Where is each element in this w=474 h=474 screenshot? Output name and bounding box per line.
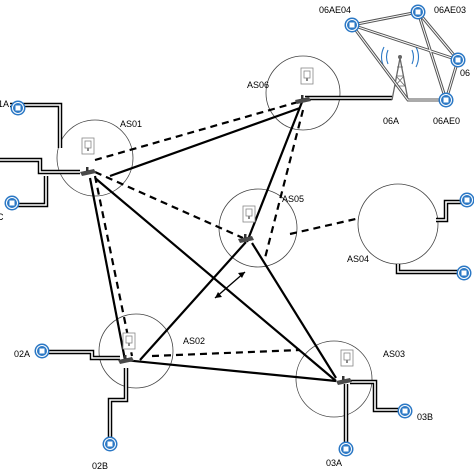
cable-as04-top-outer <box>436 199 462 223</box>
as01-zone <box>56 119 134 197</box>
label-as03: AS03 <box>383 349 405 359</box>
access-point-as06-icon <box>300 67 314 85</box>
link-as01-as02-dashed <box>93 175 134 357</box>
switch-as05-icon <box>238 234 254 243</box>
label-as02: AS02 <box>183 336 205 346</box>
label-06ae04: 06AE04 <box>319 5 351 15</box>
label-c: C <box>0 212 4 222</box>
link-as01-as06-solid <box>109 106 301 178</box>
cable-02b-outer <box>107 368 129 440</box>
access-point-as02-icon <box>122 332 136 350</box>
device-06ae04-icon[interactable] <box>344 17 360 33</box>
cable-left-inner <box>0 159 80 173</box>
cable-02a-inner <box>48 351 120 359</box>
link-as02-as03-solid <box>123 358 337 383</box>
link-as06-as05-dashed <box>263 109 305 259</box>
cable-02a-outer <box>48 349 120 361</box>
switch-as02-icon <box>118 355 134 364</box>
device-03b-icon[interactable] <box>397 403 413 419</box>
mesh-06ae <box>349 10 460 102</box>
as02-zone <box>98 313 174 389</box>
device-03a-icon[interactable] <box>338 441 354 457</box>
cable-1a-inner <box>10 104 61 148</box>
device-02a-icon[interactable] <box>34 343 50 359</box>
label-1a: 1A <box>0 99 9 109</box>
link-as06-as05-solid <box>245 101 304 243</box>
label-as04: AS04 <box>347 254 369 264</box>
label-as06: AS06 <box>247 80 269 90</box>
as06-zone <box>265 55 341 131</box>
access-point-as05-icon <box>242 205 256 223</box>
label-as05: AS05 <box>282 194 304 204</box>
cable-as04-bottom-outer <box>395 264 460 275</box>
device-c-icon[interactable] <box>4 195 20 211</box>
label-06ae03: 06AE03 <box>434 5 466 15</box>
access-point-as01-icon <box>81 137 95 155</box>
cable-03b-inner <box>350 381 400 411</box>
device-06-icon[interactable] <box>450 52 466 68</box>
link-as01-as05-dashed <box>94 170 244 240</box>
device-06ae03-icon[interactable] <box>410 4 426 20</box>
device-06ae0-icon[interactable] <box>438 92 454 108</box>
cable-c-inner <box>12 176 47 206</box>
switch-as01-icon <box>80 167 96 176</box>
cable-as04-top-inner <box>436 201 462 221</box>
link-as01-as03-solid <box>94 177 337 382</box>
device-02b-icon[interactable] <box>102 436 118 452</box>
link-as01-as06-dashed <box>94 100 299 162</box>
label-06a: 06A <box>383 116 399 126</box>
as03-zone <box>295 340 373 418</box>
label-06ae0: 06AE0 <box>433 116 460 126</box>
link-as05-as02-solid <box>139 241 247 361</box>
radio-tower-icon <box>380 46 420 101</box>
link-as05-as04-dashed <box>289 216 361 236</box>
device-as04-bottom-icon[interactable] <box>456 265 472 281</box>
label-03a: 03A <box>326 458 342 468</box>
device-as04-top-icon[interactable] <box>459 192 474 208</box>
as04-zone <box>357 183 439 265</box>
cable-as04-bottom-inner <box>397 264 460 273</box>
link-as05-as03-solid <box>251 242 337 379</box>
cable-02b-inner <box>109 368 127 440</box>
label-as01: AS01 <box>120 119 142 129</box>
switch-as03-icon <box>336 376 352 385</box>
link-as02-as03-dashed <box>151 348 301 358</box>
access-point-as03-icon <box>340 349 354 367</box>
link-as01-as02-solid <box>88 177 127 361</box>
label-03b: 03B <box>417 412 433 422</box>
label-02a: 02A <box>14 349 30 359</box>
device-1a-icon[interactable] <box>10 100 26 116</box>
double-arrow-icon <box>214 271 246 299</box>
label-06: 06 <box>460 68 470 78</box>
label-02b: 02B <box>92 461 108 471</box>
